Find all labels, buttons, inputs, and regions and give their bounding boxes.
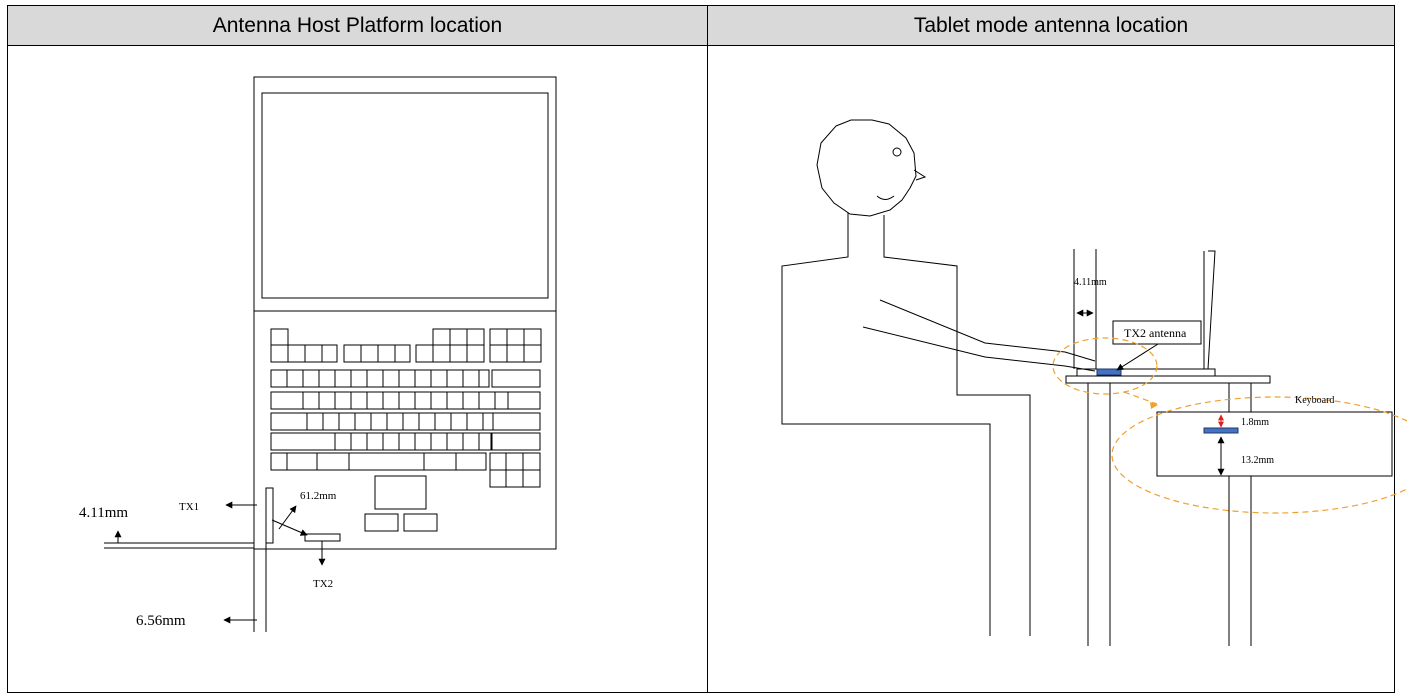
user-figure [781, 119, 1096, 636]
touchpad-left-button [364, 513, 399, 532]
left-labels: TX1 TX2 4.11mm 61.2mm 6.56mm [79, 490, 337, 629]
left-dimension-arrows [114, 501, 326, 624]
diag-arrow-upper [278, 505, 297, 530]
antenna-label-box [1112, 320, 1202, 345]
user-body-front [781, 213, 991, 636]
left-figure-cell [8, 46, 708, 692]
dist-bottom-label: 6.56mm [136, 613, 186, 629]
antenna-pointer-arrow [1116, 343, 1159, 371]
laptop-diagram [104, 76, 557, 632]
laptop-screen [261, 92, 549, 299]
zoom-connector [1123, 391, 1158, 405]
antenna-label: TX2 antenna [1124, 326, 1187, 340]
user-body-back [883, 215, 1031, 636]
user-arm-upper [879, 299, 1096, 362]
dist-top-label: 4.11mm [79, 505, 128, 521]
touchpad [374, 475, 427, 510]
desk-and-laptop [1065, 249, 1393, 646]
user-eye [892, 147, 902, 157]
tx2-antenna-block [1096, 368, 1122, 376]
right-labels: 4.11mm TX2 antenna Keyboard 1.8mm 13.2mm [1074, 277, 1334, 466]
keyboard-label: Keyboard [1295, 395, 1334, 406]
zoom-target-ellipse [1111, 396, 1407, 514]
tx2-label: TX2 [313, 578, 333, 590]
dist-height-label: 13.2mm [1241, 455, 1274, 466]
tx1-label: TX1 [179, 501, 199, 513]
laptop-base [253, 310, 557, 550]
laptop-lid-side [1207, 250, 1216, 370]
right-dimension-arrows [1076, 309, 1225, 476]
keyboard-zoom-box [1156, 411, 1393, 477]
zoom-source-ellipse [1052, 337, 1158, 395]
dist-gap-label: 1.8mm [1241, 417, 1269, 428]
user-mouth [876, 195, 895, 200]
touchpad-right-button [403, 513, 438, 532]
zoom-callout [1052, 337, 1407, 514]
user-nose [913, 169, 927, 181]
dist-side-label: 4.11mm [1074, 277, 1107, 288]
zoom-connector-arrowhead [1150, 402, 1158, 409]
user-arm-lower [862, 326, 1096, 372]
diag-arrow-lower [271, 519, 308, 536]
dist-diag-label: 61.2mm [300, 490, 337, 502]
left-column-header: Antenna Host Platform location [8, 6, 708, 46]
tx1-antenna [265, 487, 274, 544]
zoom-antenna-block [1203, 427, 1239, 434]
antenna-location-table: Antenna Host Platform location Tablet mo… [7, 5, 1395, 693]
desk-top [1065, 375, 1271, 384]
user-head [816, 119, 917, 217]
right-column-header: Tablet mode antenna location [708, 6, 1394, 46]
keyboard-keys [270, 328, 542, 488]
tx2-antenna [304, 533, 341, 542]
laptop-lid [253, 76, 557, 312]
